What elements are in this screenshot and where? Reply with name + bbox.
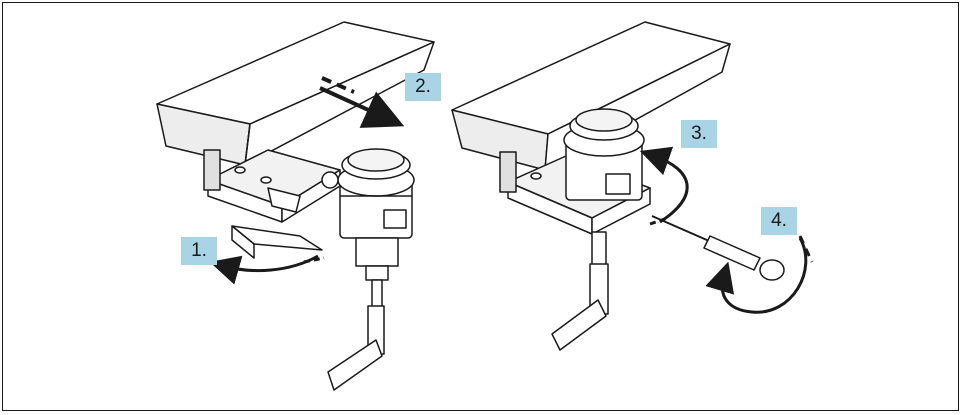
mounting-bracket-left — [203, 149, 341, 259]
right-assembly — [451, 21, 814, 351]
weather-cover-left — [156, 21, 435, 166]
step-label-2: 2. — [405, 73, 441, 101]
step-label-3: 3. — [681, 120, 717, 148]
left-assembly — [156, 21, 435, 391]
step-label-1: 1. — [181, 237, 217, 265]
sensor-housing-right — [551, 108, 645, 351]
sensor-housing-left — [321, 148, 415, 391]
figure-frame — [2, 2, 959, 411]
step-label-4: 4. — [761, 207, 797, 235]
